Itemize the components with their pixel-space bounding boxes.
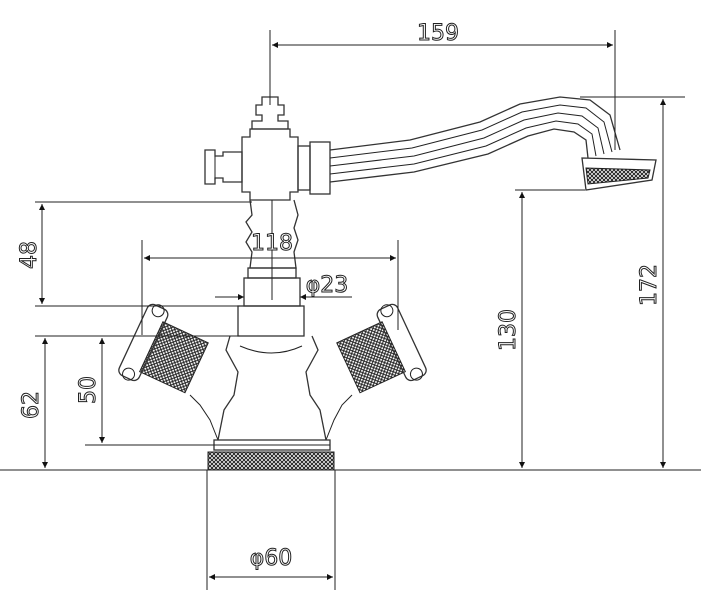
faucet-outline bbox=[118, 96, 657, 471]
dimension-lines bbox=[39, 42, 666, 580]
dim-label-body-lower-height: 50 bbox=[76, 376, 101, 404]
extension-lines bbox=[35, 30, 685, 590]
dim-label-neck-diameter: φ23 bbox=[306, 273, 349, 298]
dim-label-spout-reach: 159 bbox=[417, 21, 459, 46]
dim-label-spout-height: 130 bbox=[496, 309, 521, 351]
dim-label-base-diameter: φ60 bbox=[250, 546, 293, 571]
dim-label-handle-span: 118 bbox=[251, 231, 293, 256]
dim-label-column-height: 48 bbox=[17, 241, 42, 269]
dim-label-body-height: 62 bbox=[19, 391, 44, 419]
dim-label-total-height: 172 bbox=[637, 264, 662, 306]
